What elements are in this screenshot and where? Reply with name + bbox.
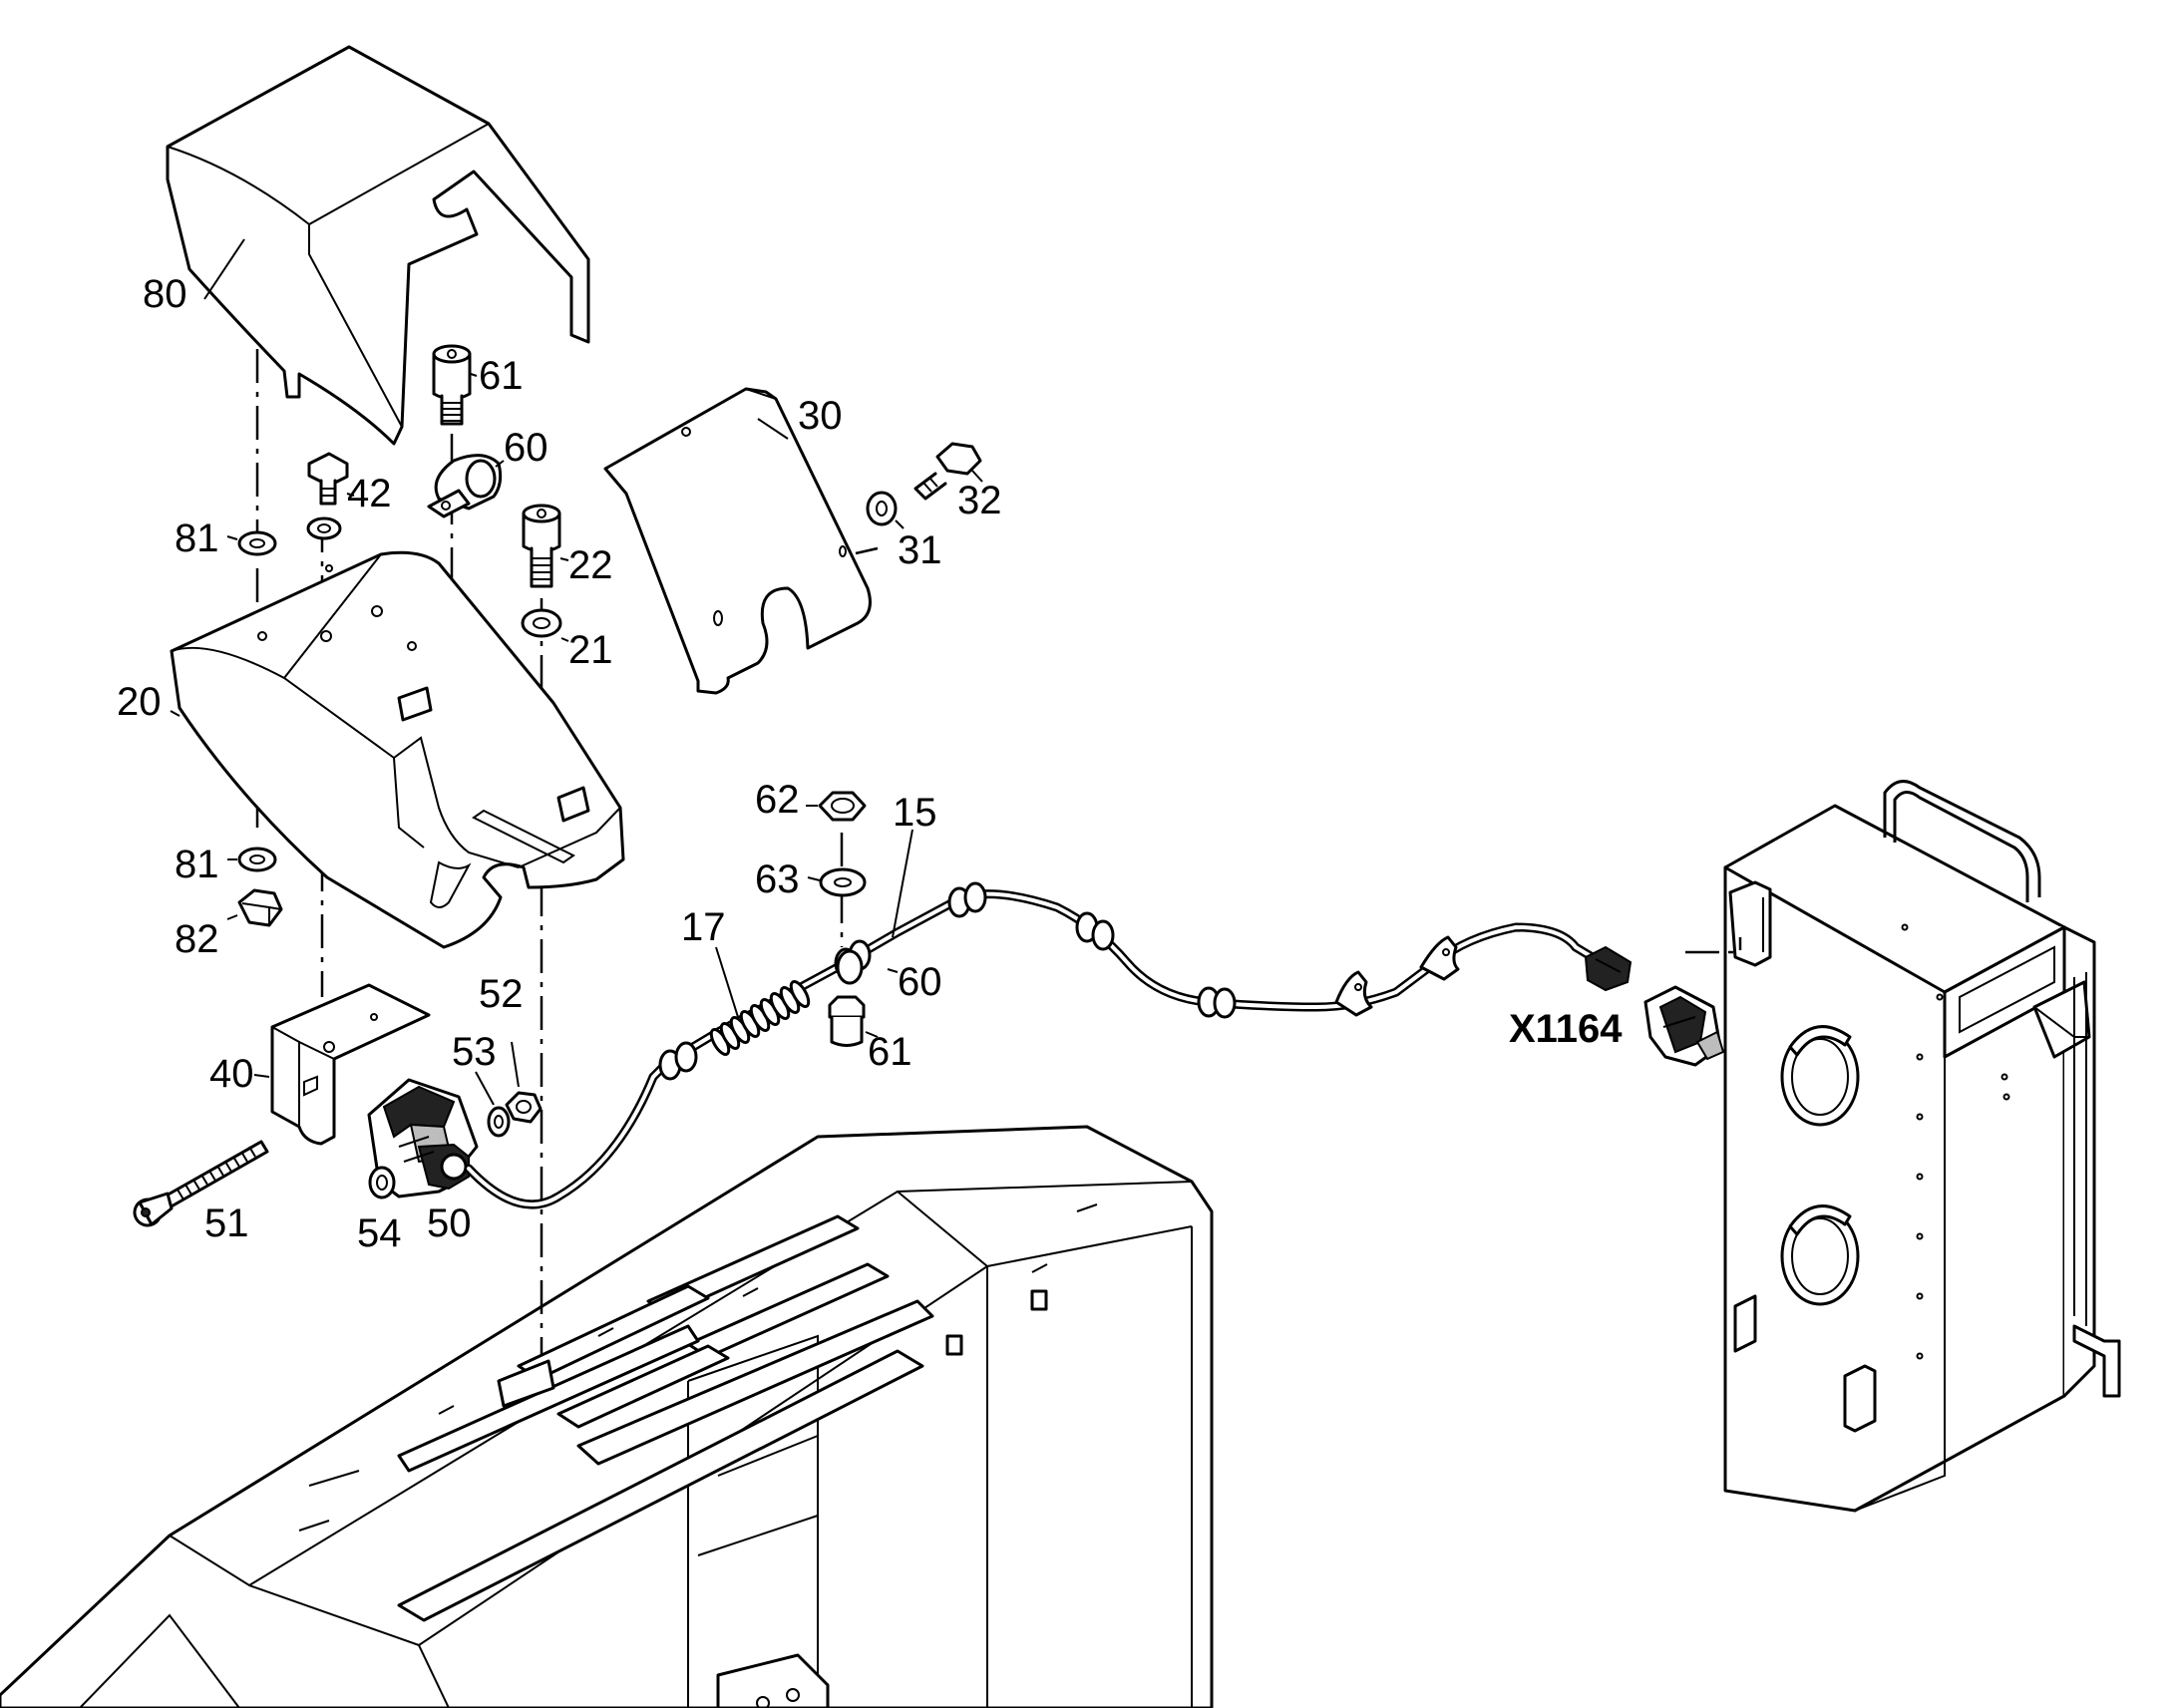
callout-82: 82 <box>175 917 219 961</box>
part-63-washer <box>819 867 867 897</box>
part-60-clip-top <box>427 454 503 518</box>
control-cabinet <box>1723 780 2121 1513</box>
leader-lines <box>170 238 983 1106</box>
connector-label-x1164: X1164 <box>1509 1007 1623 1051</box>
part-20-housing <box>170 550 625 949</box>
callout-54: 54 <box>357 1211 402 1255</box>
callout-21: 21 <box>568 628 613 672</box>
callout-52: 52 <box>479 972 524 1016</box>
callout-31: 31 <box>898 528 942 572</box>
callout-17: 17 <box>681 905 726 949</box>
callout-42: 42 <box>347 472 392 515</box>
callout-15: 15 <box>893 791 937 835</box>
callout-labels: 80 61 60 42 81 22 21 20 30 32 31 81 82 6… <box>117 272 1623 1255</box>
part-42-bolt <box>307 452 349 506</box>
callout-50: 50 <box>427 1201 472 1245</box>
part-80-cover <box>166 45 590 446</box>
callout-60-mid: 60 <box>898 960 942 1004</box>
part-82-nut <box>237 888 283 927</box>
callout-20: 20 <box>117 680 162 724</box>
part-60-clip-mid <box>836 949 864 985</box>
part-54-washer <box>368 1166 396 1199</box>
part-53-washer <box>487 1106 511 1138</box>
callout-63: 63 <box>755 857 800 901</box>
callout-81-top: 81 <box>175 516 219 560</box>
part-31-washer <box>866 491 898 526</box>
part-61-screw-mid <box>828 995 866 1047</box>
part-21-washer <box>521 608 562 638</box>
callout-61-mid: 61 <box>868 1030 912 1074</box>
callout-80: 80 <box>143 272 187 316</box>
part-22-screw <box>522 504 561 588</box>
part-50-sensor <box>367 1078 479 1198</box>
part-17-spring <box>709 980 811 1056</box>
part-81-washer-top <box>237 530 277 556</box>
callout-51: 51 <box>204 1201 249 1245</box>
machine-base-frame <box>0 1125 1214 1708</box>
callout-62: 62 <box>755 778 800 822</box>
callout-40: 40 <box>209 1052 254 1096</box>
part-40-bracket <box>270 983 431 1146</box>
callout-81-bottom: 81 <box>175 843 219 886</box>
connector-x1164-socket <box>1643 985 1725 1067</box>
callout-60-top: 60 <box>504 426 548 470</box>
part-62-nut <box>818 791 867 822</box>
callout-22: 22 <box>568 543 613 587</box>
part-42-washer <box>306 516 342 540</box>
connector-plug <box>1584 945 1633 992</box>
callout-30: 30 <box>798 394 843 438</box>
part-52-nut <box>505 1091 543 1124</box>
callout-32: 32 <box>957 479 1002 522</box>
callout-61-top: 61 <box>479 354 524 398</box>
part-51-bolt <box>133 1140 269 1227</box>
part-30-plate <box>603 387 872 695</box>
part-81-washer-bottom <box>237 847 277 872</box>
part-32-bolt <box>913 442 982 501</box>
callout-53: 53 <box>452 1030 497 1074</box>
part-61-screw-top <box>432 344 472 426</box>
